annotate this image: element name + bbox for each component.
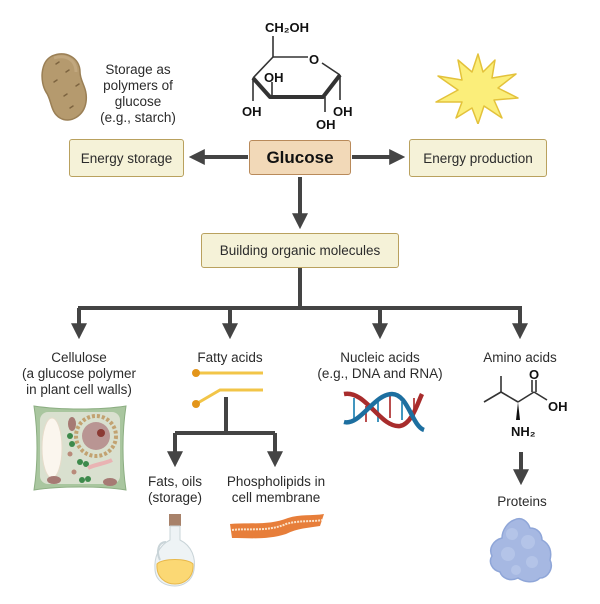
potato-icon [41, 53, 88, 121]
glucose-oh-label: OH [316, 117, 336, 132]
glucose-ring-oxygen-label: O [309, 52, 319, 67]
energy-production-box[interactable]: Energy production [409, 139, 547, 177]
glucose-ch2oh-label: CH₂OH [265, 20, 309, 35]
plant-cell-icon [33, 405, 127, 491]
glucose-oh-label: OH [333, 104, 353, 119]
caption-line: in plant cell walls) [26, 382, 132, 397]
glucose-structure-icon: CH₂OH O OH OH OH OH [242, 20, 353, 132]
caption-line: (e.g., starch) [100, 110, 176, 125]
membrane-icon [230, 514, 324, 539]
building-organic-molecules-box[interactable]: Building organic molecules [201, 233, 399, 268]
cellulose-caption: Cellulose (a glucose polymer in plant ce… [4, 350, 154, 398]
amino-amine-label: NH₂ [511, 424, 536, 439]
caption-line: (storage) [147, 490, 203, 505]
fatty-acid-chain-icon [192, 369, 263, 408]
dna-helix-icon [343, 391, 425, 433]
caption-line: Storage as [105, 62, 171, 77]
glucose-box[interactable]: Glucose [249, 140, 351, 175]
oil-bottle-icon [154, 514, 195, 587]
glucose-oh-label: OH [242, 104, 262, 119]
amino-acids-caption: Amino acids [483, 350, 557, 365]
glucose-oh-label: OH [264, 70, 284, 85]
amino-acid-structure-icon: O OH NH₂ [483, 367, 568, 439]
amino-carbonyl-label: O [529, 367, 539, 382]
fatty-acids-caption: Fatty acids [197, 350, 263, 365]
nucleic-acids-caption: Nucleic acids (e.g., DNA and RNA) [310, 350, 450, 382]
caption-line: Nucleic acids [340, 350, 420, 365]
caption-line: polymers of [103, 78, 173, 93]
caption-line: Phospholipids in [226, 474, 326, 489]
caption-line: cell membrane [231, 490, 321, 505]
fats-oils-caption: Fats, oils (storage) [135, 474, 215, 506]
caption-line: (e.g., DNA and RNA) [317, 366, 443, 381]
storage-caption: Storage as polymers of glucose (e.g., st… [88, 62, 188, 126]
protein-icon [489, 517, 552, 583]
energy-storage-box[interactable]: Energy storage [69, 139, 184, 177]
caption-line: (a glucose polymer [21, 366, 137, 381]
caption-line: Cellulose [51, 350, 107, 365]
amino-hydroxyl-label: OH [548, 399, 568, 414]
phospholipids-caption: Phospholipids in cell membrane [215, 474, 337, 506]
energy-burst-icon [435, 53, 519, 124]
caption-line: Fats, oils [147, 474, 202, 489]
proteins-caption: Proteins [497, 494, 547, 509]
caption-line: glucose [114, 94, 162, 109]
